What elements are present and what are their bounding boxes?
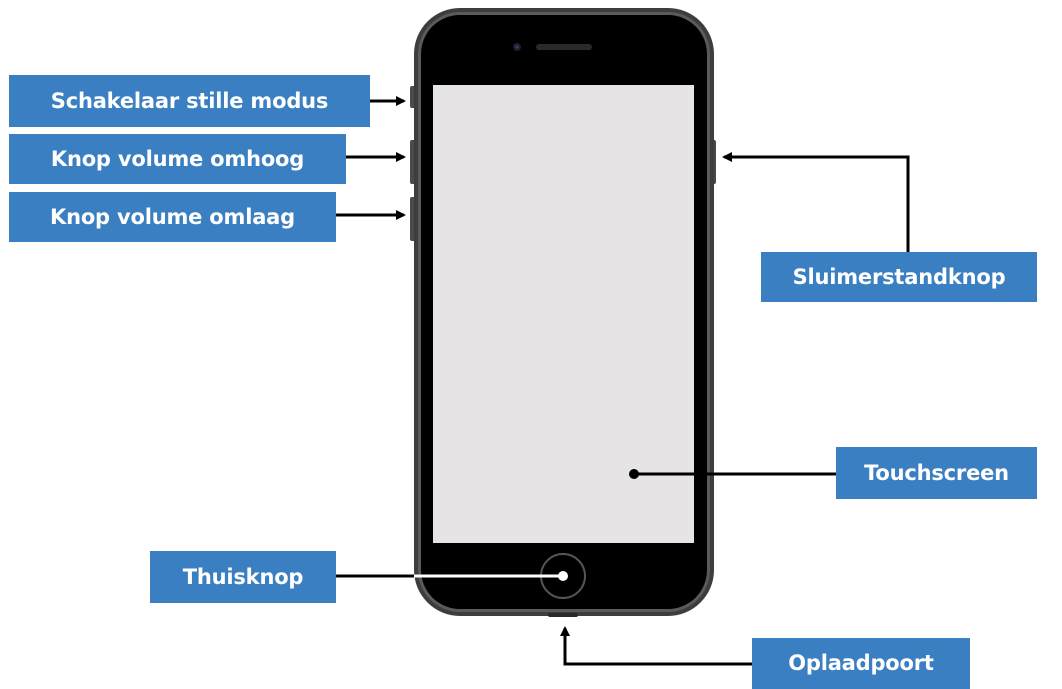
label-volume-down: Knop volume omlaag: [9, 192, 336, 242]
arrow-charging-port: [560, 626, 752, 666]
front-camera-lens: [515, 45, 519, 49]
label-sleep-button: Sluimerstandknop: [761, 252, 1037, 302]
label-touchscreen: Touchscreen: [836, 447, 1037, 499]
arrow-sleep-button: [722, 152, 910, 252]
touchscreen-display[interactable]: [433, 85, 694, 543]
label-silent-switch: Schakelaar stille modus: [9, 75, 370, 127]
label-charging-port: Oplaadpoort: [752, 638, 970, 689]
label-volume-up: Knop volume omhoog: [9, 134, 346, 184]
charging-port-hardware: [548, 613, 578, 617]
pointer-dot-touchscreen: [629, 469, 639, 479]
earpiece-speaker: [536, 44, 592, 50]
label-home-button: Thuisknop: [150, 551, 336, 603]
pointer-dot-home-button: [558, 571, 568, 581]
